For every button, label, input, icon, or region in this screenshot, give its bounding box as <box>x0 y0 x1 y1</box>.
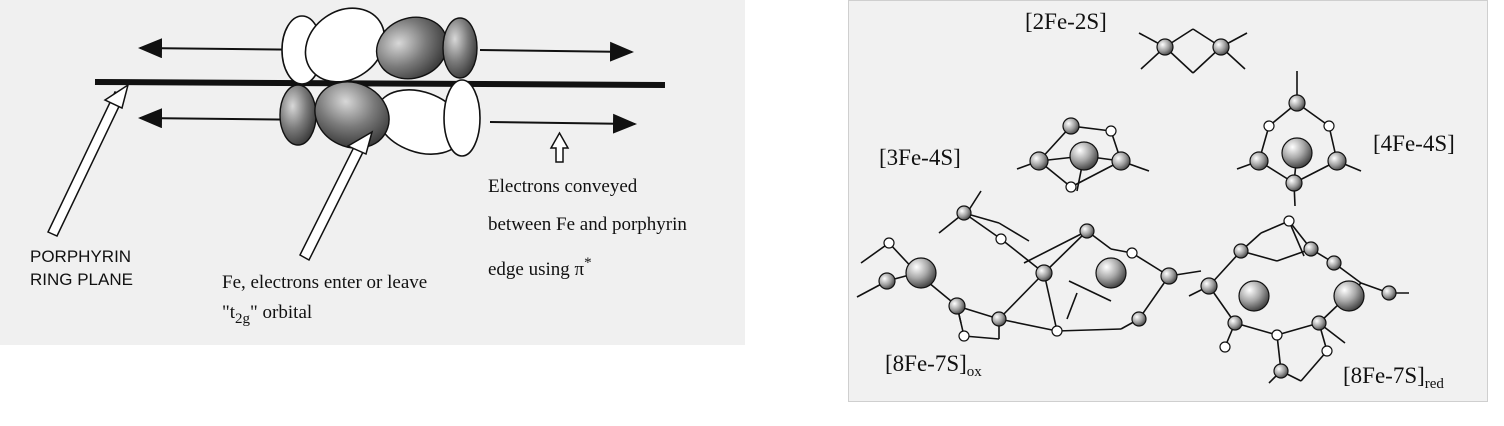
fe-atom <box>1249 151 1269 171</box>
fe-atom <box>991 311 1007 327</box>
central-atom <box>1095 257 1127 289</box>
central-atom <box>1281 137 1313 169</box>
fe-pointer-arrow <box>299 130 374 262</box>
s-atom <box>1271 329 1283 341</box>
fe-label-line2: "t2g" orbital <box>222 302 313 327</box>
fe-atom <box>1079 223 1095 239</box>
cluster-2fe-2s-drawing <box>1138 28 1248 74</box>
s-atom <box>995 233 1007 245</box>
central-atom <box>1238 280 1270 312</box>
electrons-label-line3: edge using π* <box>488 255 592 280</box>
porphyrin-label-line2: RING PLANE <box>30 270 133 289</box>
s-atom <box>1219 341 1231 353</box>
porphyrin-label-line1: PORPHYRIN <box>30 247 132 266</box>
s-atom <box>1105 125 1117 137</box>
fe-atom <box>878 272 896 290</box>
cluster-label-4fe-4s: [4Fe-4S] <box>1373 131 1455 156</box>
s-atom <box>1321 345 1333 357</box>
fe-atom <box>1035 264 1053 282</box>
cluster-label-2fe-2s: [2Fe-2S] <box>1025 9 1107 34</box>
fe-atom <box>1381 285 1397 301</box>
cluster-label-3fe-4s: [3Fe-4S] <box>879 145 961 170</box>
s-atom <box>883 237 895 249</box>
fe-atom <box>1326 255 1342 271</box>
fe-atom <box>1303 241 1319 257</box>
fe-atom <box>1111 151 1131 171</box>
s-atom <box>1323 120 1335 132</box>
fe-atom <box>1029 151 1049 171</box>
fe-atom <box>1227 315 1243 331</box>
fe-atom <box>1285 174 1303 192</box>
orbital-lobe-shaded <box>279 84 317 146</box>
porphyrin-label: PORPHYRIN RING PLANE <box>30 245 133 291</box>
fe-atom <box>1062 117 1080 135</box>
fe-atom <box>1200 277 1218 295</box>
s-atom <box>1051 325 1063 337</box>
cluster-label-8fe-7s-red: [8Fe-7S]red <box>1343 363 1444 392</box>
s-atom <box>1263 120 1275 132</box>
cluster-label-8fe-7s-ox: [8Fe-7S]ox <box>885 351 982 380</box>
fe-atom <box>1327 151 1347 171</box>
fe-atom <box>1233 243 1249 259</box>
porphyrin-plane-line <box>94 79 666 88</box>
s-atom <box>1126 247 1138 259</box>
fe-atom <box>1160 267 1178 285</box>
s-atom <box>1065 181 1077 193</box>
fe-atom <box>1288 94 1306 112</box>
fe-atom <box>956 205 972 221</box>
electrons-label-line1: Electrons conveyed <box>488 176 638 197</box>
orbital-lobe-open <box>443 79 481 157</box>
orbital-lobe-shaded <box>314 81 390 149</box>
cluster-drawings-svg <box>856 28 1409 384</box>
fe-label: Fe, electrons enter or leave "t2g" orbit… <box>222 268 427 334</box>
s-atom <box>1283 215 1295 227</box>
fe-atom <box>1131 311 1147 327</box>
fe-atom <box>1156 38 1174 56</box>
arrow-bottom-right <box>489 113 637 134</box>
orbital-lobe-open <box>304 7 386 83</box>
electrons-label-line2: between Fe and porphyrin <box>488 214 687 235</box>
orbital-diagram-panel: PORPHYRIN RING PLANE Fe, electrons enter… <box>0 0 745 345</box>
central-atom <box>905 257 937 289</box>
fe-s-cluster-panel: [2Fe-2S] [3Fe-4S] [4Fe-4S] [8Fe-7S]ox [8… <box>848 0 1488 402</box>
cluster-8fe-7s-red-drawing <box>1188 220 1409 384</box>
fe-atom <box>1212 38 1230 56</box>
central-atom <box>1333 280 1365 312</box>
electrons-label: Electrons conveyed between Fe and porphy… <box>488 168 687 289</box>
s-atom <box>958 330 970 342</box>
porphyrin-pointer-arrow <box>46 83 130 237</box>
arrow-top-right <box>479 41 634 62</box>
orbital-lobe-shaded <box>442 17 478 79</box>
orbital-diagram-svg <box>46 7 666 262</box>
fe-atom <box>1273 363 1289 379</box>
fe-atom <box>948 297 966 315</box>
central-atom <box>1069 141 1099 171</box>
electrons-pointer-arrow <box>549 131 570 163</box>
fe-atom <box>1311 315 1327 331</box>
fe-label-line1: Fe, electrons enter or leave <box>222 272 428 293</box>
